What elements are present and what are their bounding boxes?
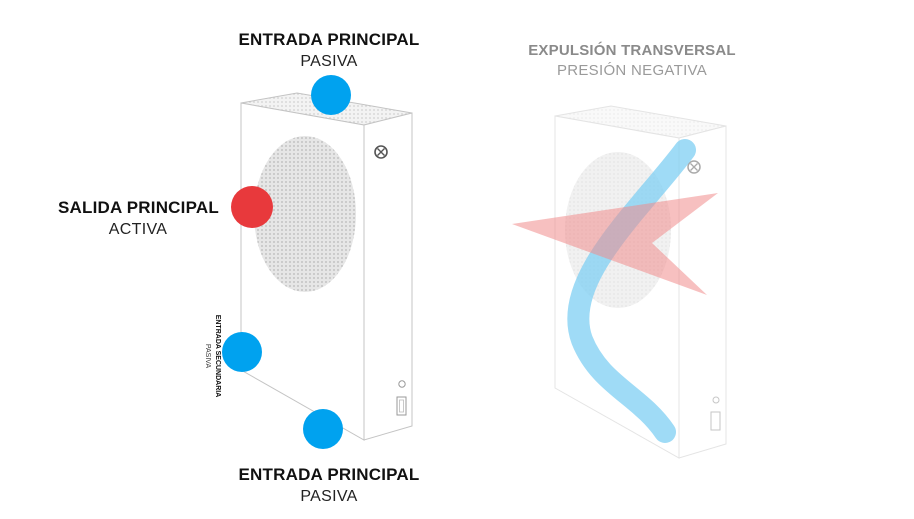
cross-exhaust-subtitle: PRESIÓN NEGATIVA [556,62,708,79]
power-button-icon [398,380,406,388]
top-intake-subtitle: PASIVA [300,53,358,70]
bottom-intake-marker [303,409,343,449]
left-console-side [363,112,413,441]
top-intake-marker [311,75,351,115]
bottom-intake-title: ENTRADA PRINCIPAL [238,465,420,484]
usb-port-icon [396,396,407,416]
secondary-intake-title: ENTRADA SECUNDARIA [214,314,221,398]
main-exhaust-label: SALIDA PRINCIPAL ACTIVA [58,198,219,239]
secondary-intake-subtitle: PASIVA [204,343,211,369]
bottom-intake-label: ENTRADA PRINCIPAL PASIVA [229,465,429,506]
xbox-logo-icon [687,160,701,174]
usb-port-icon [710,411,721,431]
left-console [240,92,413,441]
secondary-intake-label: ENTRADA SECUNDARIA PASIVA [196,306,222,406]
cross-exhaust-title: EXPULSIÓN TRANSVERSAL [528,42,736,59]
cross-exhaust-label: EXPULSIÓN TRANSVERSAL PRESIÓN NEGATIVA [522,42,742,79]
top-intake-label: ENTRADA PRINCIPAL PASIVA [229,30,429,71]
secondary-intake-marker [222,332,262,372]
main-exhaust-marker [231,186,273,228]
intake-flow-path [567,139,696,443]
top-intake-title: ENTRADA PRINCIPAL [238,30,420,49]
main-exhaust-title: SALIDA PRINCIPAL [58,198,219,217]
exhaust-flow-arrow [512,193,718,295]
main-exhaust-subtitle: ACTIVA [108,221,168,238]
bottom-intake-subtitle: PASIVA [300,488,358,505]
xbox-logo-icon [374,145,388,159]
power-button-icon [712,396,720,404]
